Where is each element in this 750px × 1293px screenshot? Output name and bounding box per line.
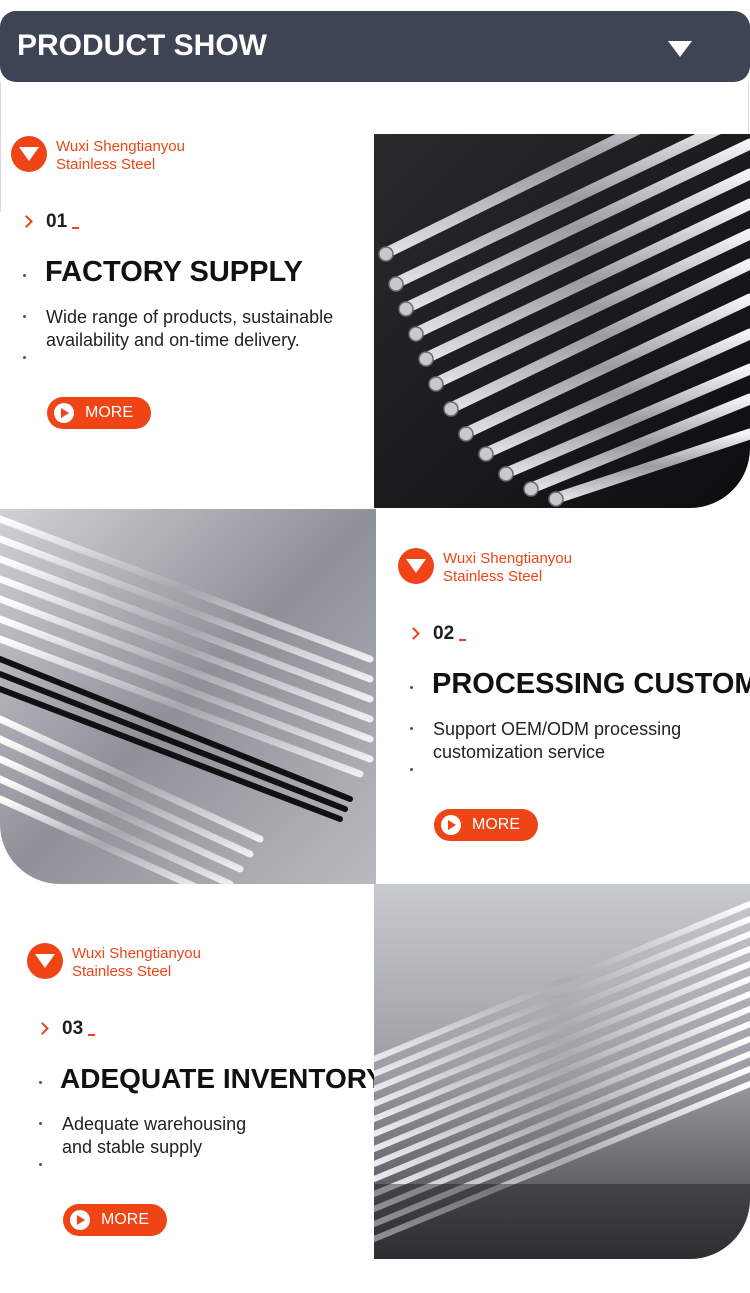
play-circle-icon xyxy=(441,815,461,835)
brand-logo-icon xyxy=(398,548,434,584)
number-underline xyxy=(88,1034,95,1036)
feature-title-2: PROCESSING CUSTOM xyxy=(432,668,750,700)
chevron-right-icon xyxy=(20,215,33,228)
header-title: PRODUCT SHOW xyxy=(17,29,267,62)
number-underline xyxy=(459,639,466,641)
bullet-dot xyxy=(39,1163,42,1166)
number-underline xyxy=(72,227,79,229)
brand-logo-icon xyxy=(11,136,47,172)
more-button-2[interactable]: MORE xyxy=(434,809,538,841)
bullet-dot xyxy=(39,1122,42,1125)
feature-title-3: ADEQUATE INVENTORY xyxy=(60,1063,385,1094)
product-photo-rods-2 xyxy=(0,509,376,884)
bullet-dot xyxy=(410,768,413,771)
more-button-1[interactable]: MORE xyxy=(47,397,151,429)
chevron-right-icon xyxy=(407,627,420,640)
brand-name: Wuxi Shengtianyou Stainless Steel xyxy=(56,138,185,173)
play-circle-icon xyxy=(54,403,74,423)
triangle-down-icon[interactable] xyxy=(668,41,692,57)
bullet-dot xyxy=(410,686,413,689)
brand-logo-icon xyxy=(27,943,63,979)
feature-desc-2: Support OEM/ODM processing customization… xyxy=(433,719,682,762)
chevron-right-icon xyxy=(36,1022,49,1035)
brand-name: Wuxi Shengtianyou Stainless Steel xyxy=(72,945,201,980)
brand-name: Wuxi Shengtianyou Stainless Steel xyxy=(443,550,572,585)
bullet-dot xyxy=(23,356,26,359)
feature-desc-1: Wide range of products, sustainable avai… xyxy=(46,307,334,350)
bullet-dot xyxy=(23,274,26,277)
feature-title-1: FACTORY SUPPLY xyxy=(45,256,303,288)
divider-right xyxy=(748,82,749,142)
product-show-header[interactable]: PRODUCT SHOW xyxy=(0,11,750,82)
bullet-dot xyxy=(39,1081,42,1084)
product-photo-rods-1 xyxy=(374,134,750,508)
bullet-dot xyxy=(23,315,26,318)
more-button-3[interactable]: MORE xyxy=(63,1204,167,1236)
play-circle-icon xyxy=(70,1210,90,1230)
product-photo-rods-3 xyxy=(374,884,750,1259)
bullet-dot xyxy=(410,727,413,730)
feature-desc-3: Adequate warehousing and stable supply xyxy=(62,1114,247,1157)
divider-left xyxy=(0,82,1,212)
